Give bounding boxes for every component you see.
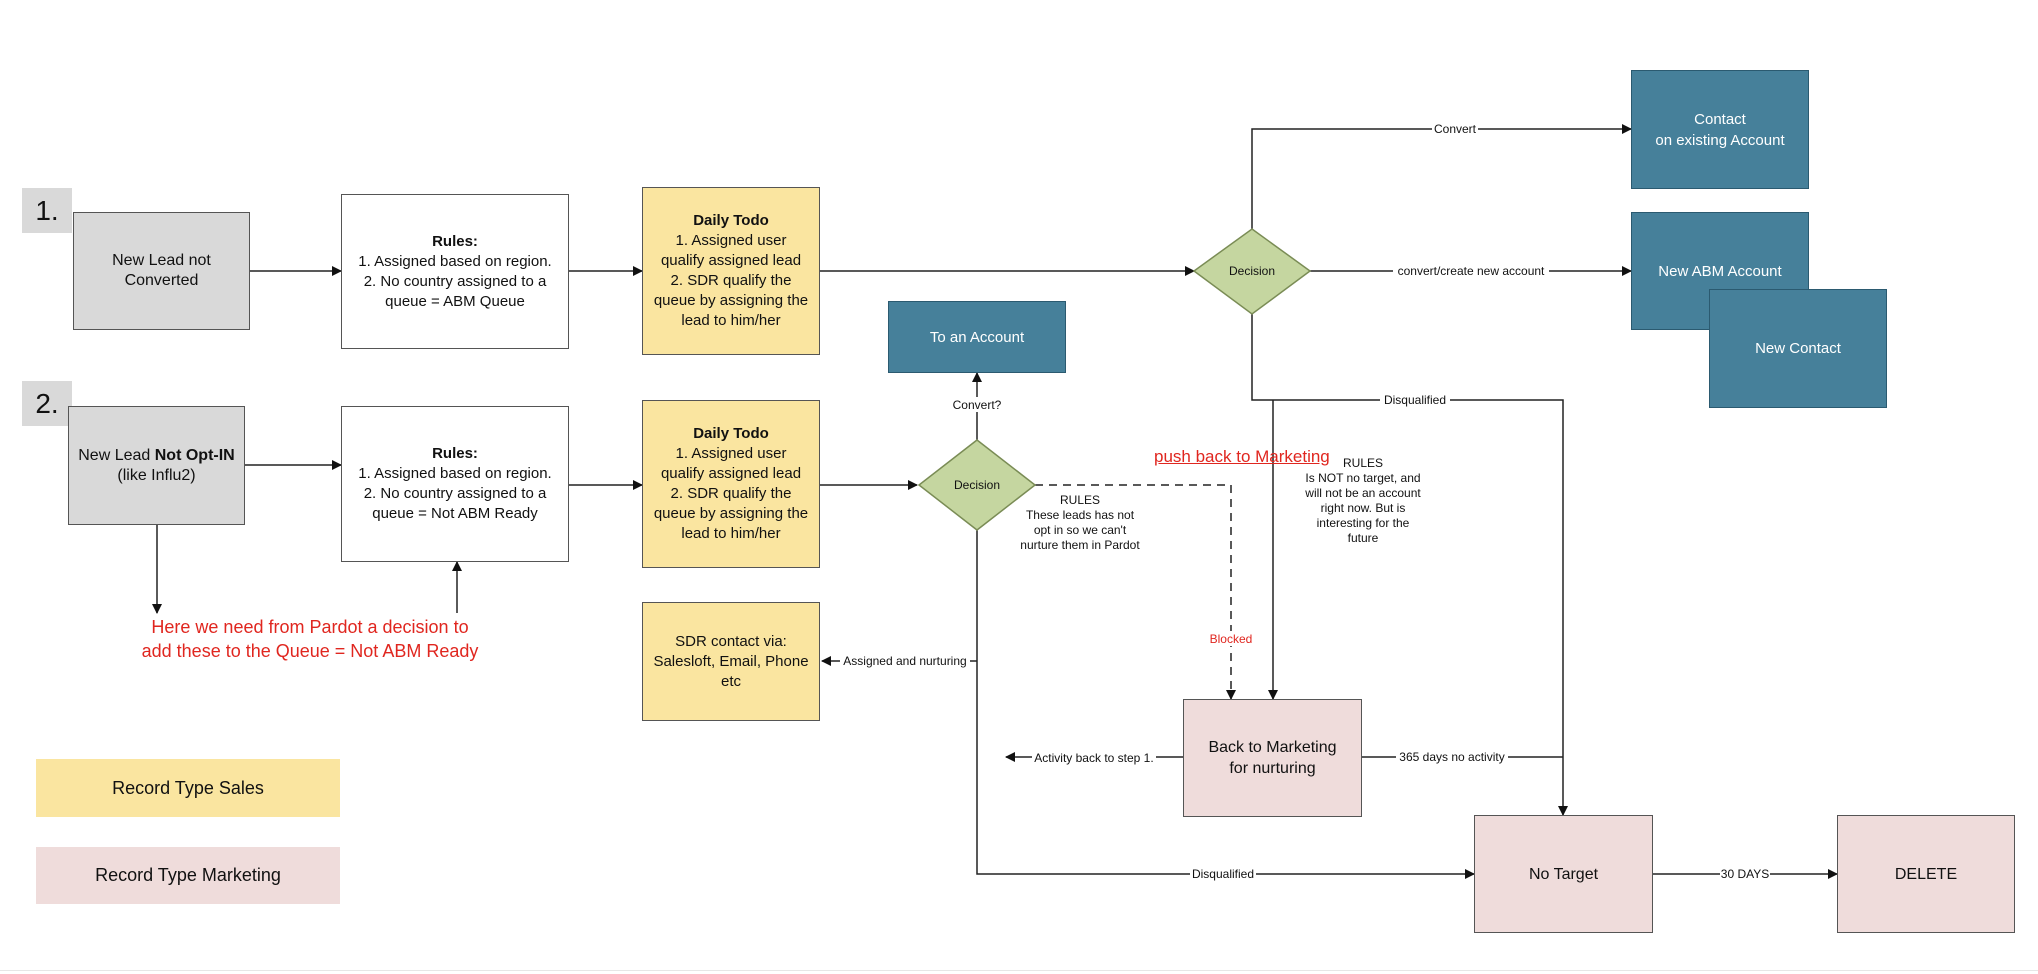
rules-right-text: Is NOT no target, and will not be an acc… (1305, 471, 1421, 545)
lead2-bold: Not Opt-IN (154, 446, 235, 464)
contact-existing-line2: on existing Account (1655, 131, 1785, 149)
node-sdr-contact: SDR contact via: Salesloft, Email, Phone… (642, 602, 820, 721)
rules-right-title: RULES (1342, 456, 1383, 470)
node-delete: DELETE (1837, 815, 2015, 933)
edge-label-disqualified-top: Disqualified (1384, 393, 1446, 407)
legend-record-type-sales: Record Type Sales (36, 759, 340, 817)
todo-1-line2: 2. SDR qualify the queue by assigning th… (653, 272, 809, 329)
rules-1-line1: 1. Assigned based on region. (358, 252, 552, 270)
back-marketing-line2: for nurturing (1229, 760, 1316, 777)
pardot-decision-note: Here we need from Pardot a decision to a… (110, 615, 510, 663)
pardot-note-line1: Here we need from Pardot a decision to (151, 617, 469, 637)
rules-not-target-note: RULES Is NOT no target, and will not be … (1302, 456, 1424, 546)
edge-label-convert-create: convert/create new account (1398, 264, 1545, 278)
node-new-lead-not-opt-in: New Lead Not Opt-IN (like Influ2) (68, 406, 245, 525)
contact-existing-line1: Contact (1694, 110, 1746, 128)
edge-decision2-disqualified (976, 530, 1475, 879)
rules-2-line1: 1. Assigned based on region. (358, 465, 552, 482)
rules-left-title: RULES (1059, 493, 1100, 507)
rules-not-opt-in-note: RULES These leads has not opt in so we c… (1020, 493, 1140, 553)
node-new-lead-not-opt-in-label: New Lead Not Opt-IN (78, 446, 234, 466)
step-2-number: 2. (22, 381, 72, 426)
lead2-suffix: (like Influ2) (117, 466, 196, 484)
legend-record-type-marketing: Record Type Marketing (36, 847, 340, 904)
node-to-an-account: To an Account (888, 301, 1066, 373)
lead2-prefix: New Lead (78, 446, 155, 464)
decision-diamond-2 (917, 439, 1037, 531)
decision-diamond-1 (1192, 228, 1312, 315)
node-rules-1: Rules: 1. Assigned based on region. 2. N… (341, 194, 569, 349)
node-back-to-marketing: Back to Marketing for nurturing (1183, 699, 1362, 817)
no-target-label: No Target (1528, 865, 1599, 883)
delete-label: DELETE (1894, 865, 1958, 883)
node-daily-todo-1: Daily Todo 1. Assigned user qualify assi… (642, 187, 820, 355)
todo-1-title: Daily Todo (693, 212, 769, 229)
node-contact-existing-account: Contact on existing Account (1631, 70, 1809, 189)
decision-1-label: Decision (1229, 264, 1275, 278)
push-back-to-marketing-link[interactable]: push back to Marketing (1154, 447, 1330, 466)
edge-label-activity-back: Activity back to step 1. (1034, 751, 1153, 765)
todo-1-line1: 1. Assigned user qualify assigned lead (660, 232, 802, 269)
rules-1-title: Rules: (432, 232, 478, 250)
rules-left-text: These leads has not opt in so we can't n… (1020, 508, 1140, 552)
new-abm-account-label: New ABM Account (1658, 262, 1782, 280)
decision-2-label: Decision (954, 478, 1000, 492)
node-no-target: No Target (1474, 815, 1653, 933)
bottom-divider (0, 970, 2038, 971)
node-rules-2: Rules: 1. Assigned based on region. 2. N… (341, 406, 569, 562)
rules-2-line2: 2. No country assigned to a queue = Not … (363, 485, 547, 522)
sdr-contact-label: SDR contact via: Salesloft, Email, Phone… (653, 632, 809, 690)
step-1-number: 1. (22, 188, 72, 233)
rules-2-title: Rules: (432, 445, 478, 462)
to-account-label: To an Account (929, 328, 1025, 346)
node-daily-todo-2: Daily Todo 1. Assigned user qualify assi… (642, 400, 820, 568)
rules-1-line2: 2. No country assigned to a queue = ABM … (363, 272, 547, 310)
node-new-lead-not-converted-label: New Lead not Converted (112, 252, 211, 289)
edge-label-assigned-nurturing: Assigned and nurturing (843, 654, 966, 668)
edge-label-365-days: 365 days no activity (1399, 750, 1504, 764)
edge-label-convert: Convert (1434, 122, 1477, 136)
todo-2-line1: 1. Assigned user qualify assigned lead (660, 445, 802, 482)
edge-label-disqualified-bottom: Disqualified (1192, 867, 1254, 881)
node-new-lead-not-converted: New Lead not Converted (73, 212, 250, 330)
todo-2-title: Daily Todo (693, 425, 769, 442)
edge-decision1-contact (1251, 124, 1632, 229)
edge-decision2-blocked (1035, 484, 1236, 700)
edge-label-convert-q: Convert? (953, 398, 1002, 412)
node-new-contact: New Contact (1709, 289, 1887, 408)
edge-label-blocked: Blocked (1210, 632, 1253, 646)
pardot-note-line2: add these to the Queue = Not ABM Ready (141, 641, 479, 661)
back-marketing-line1: Back to Marketing (1208, 739, 1337, 756)
edge-label-30-days: 30 DAYS (1721, 867, 1769, 881)
todo-2-line2: 2. SDR qualify the queue by assigning th… (653, 485, 809, 542)
new-contact-label: New Contact (1755, 340, 1841, 357)
